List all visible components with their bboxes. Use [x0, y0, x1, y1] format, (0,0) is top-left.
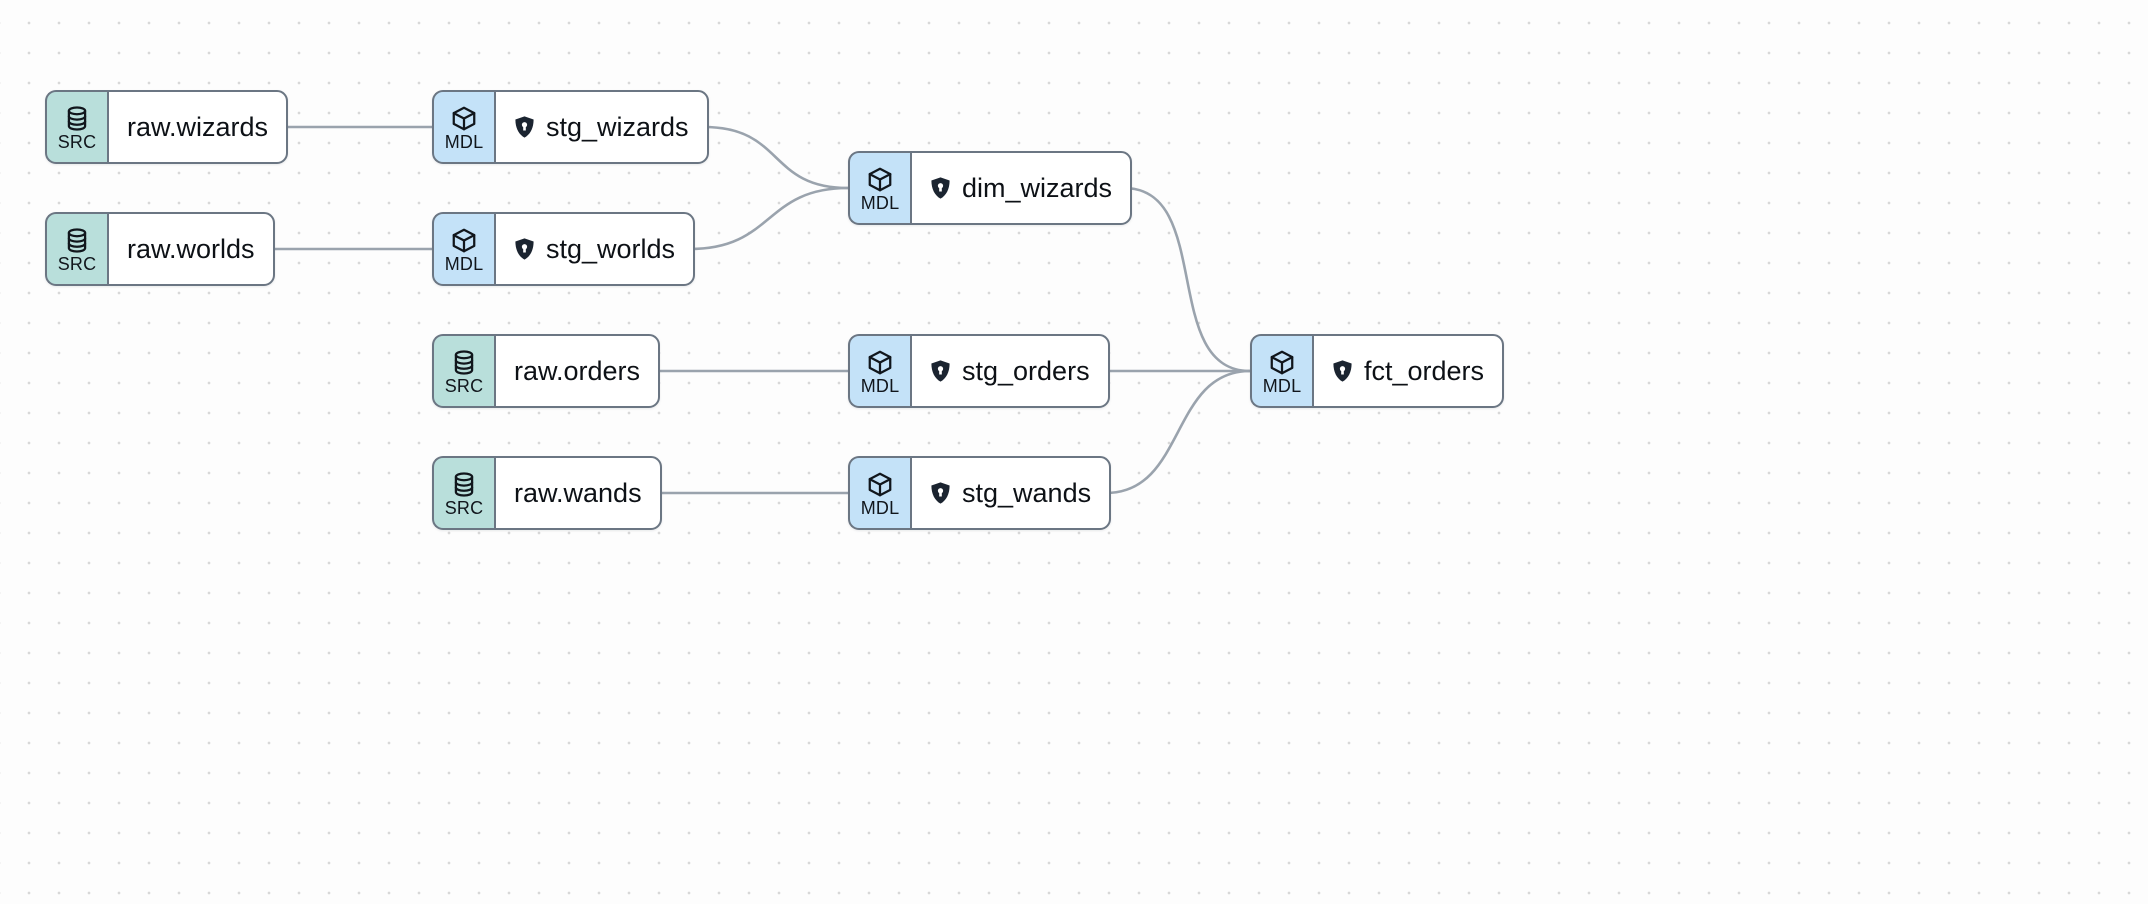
edge-stg_wands-to-fct_orders [1104, 369, 1252, 495]
cube-icon [452, 106, 476, 131]
node-label-stg_worlds: stg_worlds [546, 234, 676, 264]
node-kind-badge-raw_wizards: SRC [45, 90, 107, 164]
node-fct_orders[interactable]: MDL fct_orders [1250, 334, 1505, 408]
edge-stg_worlds-to-dim_wizards [688, 186, 850, 251]
node-kind-badge-raw_wands: SRC [432, 456, 494, 530]
node-kind-badge-stg_wands: MDL [848, 456, 910, 530]
node-label-fct_orders: fct_orders [1364, 356, 1485, 386]
node-kind-label: MDL [1262, 376, 1302, 396]
node-label-raw_wands: raw.wands [514, 478, 642, 508]
node-body-stg_worlds[interactable]: stg_worlds [494, 212, 696, 286]
node-dim_wizards[interactable]: MDL dim_wizards [848, 151, 1133, 225]
node-kind-badge-raw_worlds: SRC [45, 212, 107, 286]
database-icon [454, 350, 474, 375]
lock-shield-icon [931, 360, 950, 382]
database-icon [67, 228, 87, 253]
edge-dim_wizards-to-fct_orders [1122, 186, 1252, 373]
node-stg_wands[interactable]: MDL stg_wands [848, 456, 1112, 530]
cube-icon [868, 167, 892, 192]
node-label-raw_worlds: raw.worlds [127, 234, 255, 264]
node-label-dim_wizards: dim_wizards [962, 173, 1113, 203]
node-kind-label: SRC [57, 254, 97, 274]
cube-icon [868, 350, 892, 375]
node-label-stg_wizards: stg_wizards [546, 112, 689, 142]
node-body-fct_orders[interactable]: fct_orders [1312, 334, 1505, 408]
node-kind-label: SRC [444, 498, 484, 518]
node-label-raw_orders: raw.orders [514, 356, 641, 386]
node-kind-label: MDL [860, 498, 900, 518]
node-body-stg_wands[interactable]: stg_wands [910, 456, 1112, 530]
cube-icon [1270, 350, 1294, 375]
node-kind-badge-stg_orders: MDL [848, 334, 910, 408]
node-body-stg_wizards[interactable]: stg_wizards [494, 90, 709, 164]
node-kind-label: MDL [860, 193, 900, 213]
node-body-stg_orders[interactable]: stg_orders [910, 334, 1110, 408]
node-kind-badge-raw_orders: SRC [432, 334, 494, 408]
node-kind-label: SRC [444, 376, 484, 396]
node-kind-label: MDL [444, 132, 484, 152]
lock-shield-icon [515, 238, 534, 260]
node-label-raw_wizards: raw.wizards [127, 112, 269, 142]
node-kind-label: MDL [444, 254, 484, 274]
edge-stg_wizards-to-dim_wizards [702, 125, 850, 190]
cube-icon [868, 472, 892, 497]
node-raw_worlds[interactable]: SRC raw.worlds [45, 212, 275, 286]
node-label-stg_wands: stg_wands [962, 478, 1092, 508]
node-kind-label: SRC [57, 132, 97, 152]
node-raw_wands[interactable]: SRC raw.wands [432, 456, 662, 530]
node-body-raw_orders[interactable]: raw.orders [494, 334, 661, 408]
database-icon [67, 106, 87, 131]
node-kind-badge-stg_worlds: MDL [432, 212, 494, 286]
node-stg_orders[interactable]: MDL stg_orders [848, 334, 1110, 408]
node-body-raw_wizards[interactable]: raw.wizards [107, 90, 289, 164]
node-raw_orders[interactable]: SRC raw.orders [432, 334, 661, 408]
node-label-stg_orders: stg_orders [962, 356, 1090, 386]
node-body-raw_wands[interactable]: raw.wands [494, 456, 662, 530]
lock-shield-icon [931, 482, 950, 504]
node-stg_worlds[interactable]: MDL stg_worlds [432, 212, 696, 286]
node-kind-badge-stg_wizards: MDL [432, 90, 494, 164]
node-kind-label: MDL [860, 376, 900, 396]
database-icon [454, 472, 474, 497]
lock-shield-icon [1333, 360, 1352, 382]
cube-icon [452, 228, 476, 253]
node-body-dim_wizards[interactable]: dim_wizards [910, 151, 1133, 225]
node-kind-badge-dim_wizards: MDL [848, 151, 910, 225]
node-kind-badge-fct_orders: MDL [1250, 334, 1312, 408]
lock-shield-icon [515, 116, 534, 138]
lock-shield-icon [931, 177, 950, 199]
node-body-raw_worlds[interactable]: raw.worlds [107, 212, 275, 286]
node-raw_wizards[interactable]: SRC raw.wizards [45, 90, 289, 164]
node-stg_wizards[interactable]: MDL stg_wizards [432, 90, 709, 164]
